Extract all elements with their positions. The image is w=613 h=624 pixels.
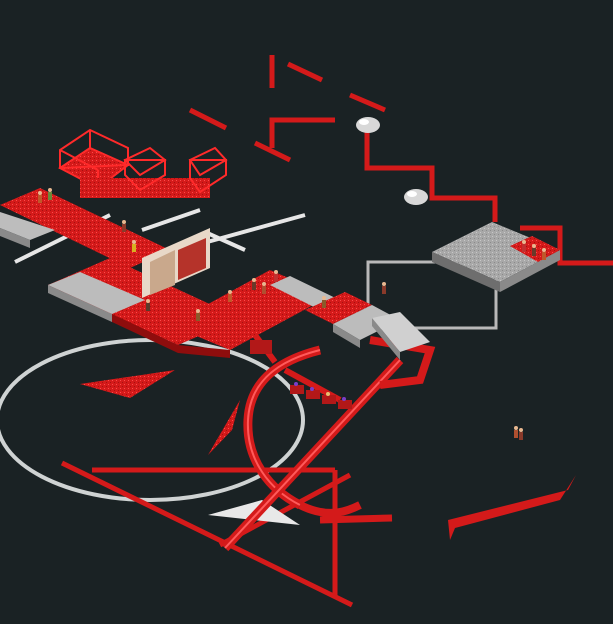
coaster-train[interactable] [250, 340, 352, 409]
guest[interactable] [519, 428, 523, 440]
red-roller-coaster[interactable] [221, 333, 436, 552]
red-white-footpath[interactable] [0, 188, 400, 358]
red-beam-right [448, 475, 576, 540]
guest[interactable] [48, 188, 52, 200]
guest[interactable] [132, 240, 136, 252]
gray-platform[interactable] [432, 222, 560, 292]
billboard-poster[interactable] [142, 228, 210, 298]
floating-red-lines [188, 55, 613, 266]
guest[interactable] [38, 191, 42, 203]
guest[interactable] [122, 220, 126, 232]
white-orbs [356, 117, 428, 205]
red-line-frame [60, 460, 354, 608]
guest[interactable] [322, 296, 326, 308]
guest[interactable] [532, 244, 536, 256]
circular-white-track [0, 338, 305, 502]
guest[interactable] [196, 309, 200, 321]
guest[interactable] [262, 282, 266, 294]
red-shards [80, 370, 240, 455]
guest[interactable] [146, 299, 150, 311]
coaster-station [372, 312, 430, 360]
guest[interactable] [274, 270, 278, 282]
guest[interactable] [382, 282, 386, 294]
guests[interactable] [38, 188, 546, 440]
guest[interactable] [514, 426, 518, 438]
guest[interactable] [522, 240, 526, 252]
red-wireframe-structures [58, 128, 228, 198]
guest[interactable] [252, 278, 256, 290]
guest[interactable] [542, 248, 546, 260]
guest[interactable] [228, 290, 232, 302]
